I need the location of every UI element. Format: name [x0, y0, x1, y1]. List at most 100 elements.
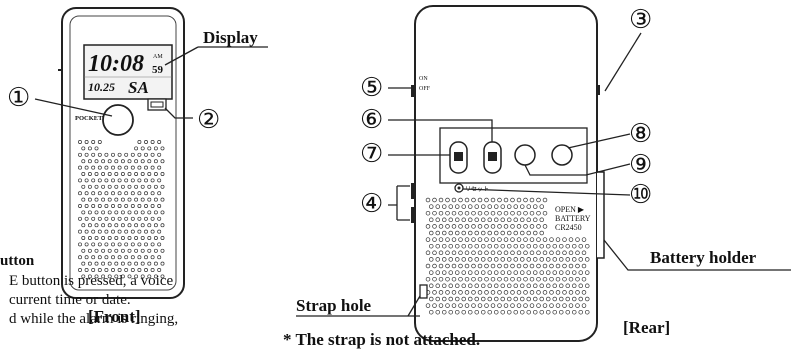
grille-hole	[523, 210, 528, 216]
grille-hole	[97, 242, 102, 247]
grille-hole	[429, 270, 434, 275]
grille-hole	[549, 290, 554, 295]
grille-hole	[448, 243, 454, 249]
grille-hole	[124, 191, 129, 196]
grille-hole	[461, 257, 467, 262]
grille-hole	[84, 165, 89, 170]
grille-hole	[532, 217, 538, 223]
grille-hole	[104, 268, 109, 272]
grille-hole	[526, 257, 531, 262]
front-speaker-grille	[78, 140, 165, 279]
grille-hole	[448, 230, 454, 236]
grille-hole	[94, 184, 99, 189]
grille-hole	[461, 309, 467, 315]
grille-hole	[526, 309, 531, 315]
grille-hole	[153, 223, 158, 228]
time-announce-button[interactable]	[514, 144, 536, 166]
alarm-button[interactable]	[551, 144, 573, 166]
grille-hole	[503, 237, 509, 242]
grille-hole	[487, 204, 493, 209]
grille-hole	[497, 303, 502, 308]
grille-hole	[144, 242, 148, 247]
grille-hole	[87, 223, 92, 228]
grille-hole	[120, 184, 125, 189]
grille-hole	[529, 210, 535, 216]
grille-hole	[87, 159, 92, 164]
grille-hole	[111, 165, 115, 170]
grille-hole	[536, 224, 541, 229]
grille-hole	[432, 224, 437, 229]
grille-hole	[144, 268, 148, 272]
grille-hole	[87, 146, 92, 151]
grille-hole	[442, 230, 447, 236]
grille-hole	[461, 230, 467, 236]
grille-hole	[474, 270, 480, 275]
grille-hole	[494, 217, 499, 223]
grille-hole	[432, 197, 437, 203]
grille-hole	[568, 250, 574, 256]
grille-hole	[510, 237, 515, 242]
grille-hole	[584, 257, 590, 262]
grille-hole	[120, 236, 125, 240]
grille-hole	[81, 248, 86, 253]
grille-hole	[134, 210, 139, 215]
grille-hole	[78, 204, 82, 208]
grille-hole	[153, 197, 158, 202]
grille-hole	[84, 268, 89, 272]
grille-hole	[134, 274, 139, 279]
talk-button[interactable]	[102, 104, 134, 136]
grille-hole	[481, 309, 486, 315]
grille-hole	[114, 159, 119, 164]
grille-hole	[477, 263, 483, 269]
grille-hole	[468, 257, 473, 262]
grille-hole	[111, 242, 115, 247]
grille-hole	[127, 274, 132, 279]
grille-hole	[124, 268, 129, 272]
grille-hole	[484, 290, 489, 295]
grille-hole	[84, 216, 89, 221]
grille-hole	[107, 248, 112, 253]
marker-7: ⑦	[360, 139, 383, 169]
grille-hole	[140, 210, 145, 215]
grille-hole	[490, 197, 496, 203]
grille-hole	[471, 263, 476, 269]
grille-hole	[513, 296, 518, 302]
battery-model-text: CR2450	[555, 223, 582, 232]
grille-hole	[120, 248, 125, 253]
grille-hole	[458, 250, 463, 256]
grille-hole	[571, 296, 577, 302]
grille-hole	[494, 309, 499, 315]
grille-hole	[507, 296, 512, 302]
grille-hole	[160, 248, 165, 253]
grille-hole	[542, 303, 548, 308]
grille-hole	[153, 184, 158, 189]
grille-hole	[529, 224, 535, 229]
grille-hole	[130, 165, 135, 170]
grille-hole	[477, 197, 483, 203]
grille-hole	[94, 146, 99, 151]
grille-hole	[101, 261, 106, 266]
grille-hole	[584, 309, 590, 315]
grille-hole	[451, 210, 457, 216]
grille-hole	[104, 165, 109, 170]
small-button[interactable]	[147, 98, 167, 111]
grille-hole	[114, 172, 119, 176]
grille-hole	[461, 270, 467, 275]
grille-hole	[147, 172, 152, 176]
grille-hole	[150, 204, 155, 208]
grille-hole	[84, 191, 89, 196]
grille-hole	[104, 152, 109, 157]
display-date: 10.25	[88, 80, 115, 94]
grille-hole	[111, 255, 115, 260]
grille-hole	[117, 178, 122, 183]
grille-hole	[157, 242, 162, 247]
grille-hole	[558, 309, 564, 315]
grille-hole	[516, 303, 522, 308]
grille-hole	[516, 250, 522, 256]
front-caption: [Front]	[88, 307, 141, 326]
grille-hole	[107, 210, 112, 215]
grille-hole	[114, 184, 119, 189]
grille-hole	[435, 283, 441, 289]
grille-hole	[481, 217, 486, 223]
